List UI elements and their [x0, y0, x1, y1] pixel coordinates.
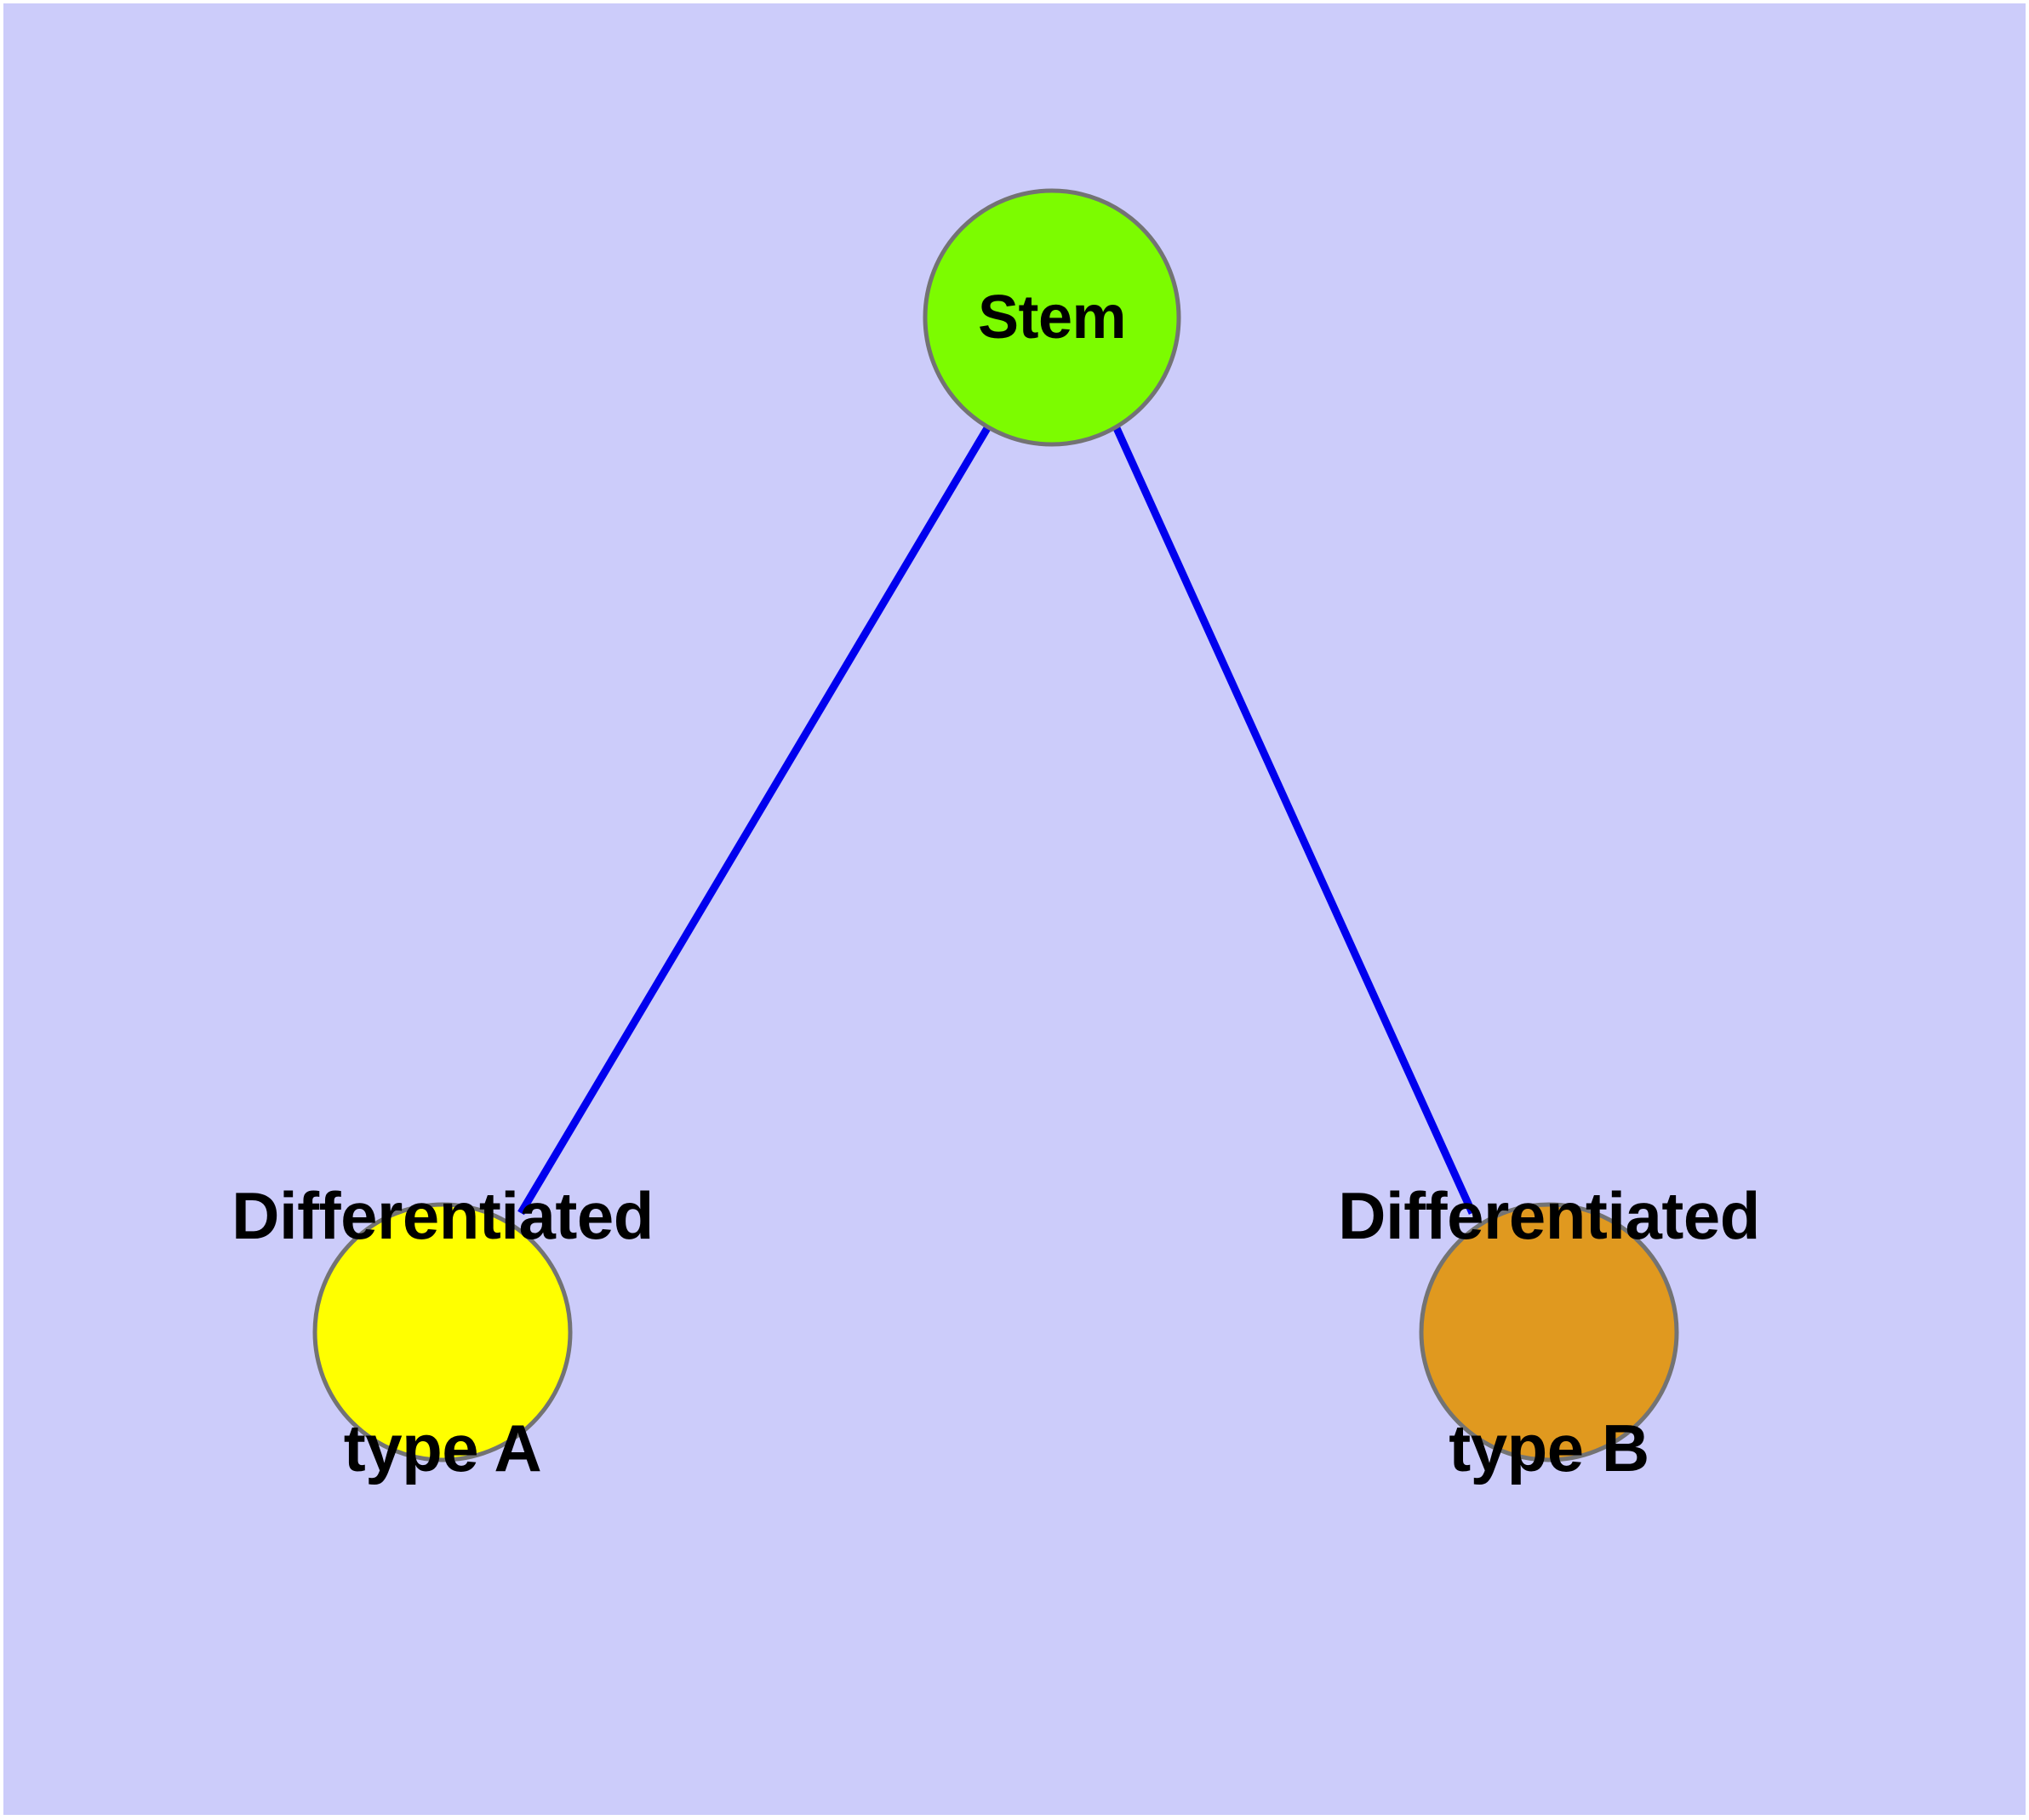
node-stem[interactable]	[923, 188, 1181, 447]
node-differentiated-type-a[interactable]	[312, 1202, 573, 1462]
edge-stem-to-differentiated-type-b[interactable]	[1112, 426, 1477, 1215]
edges-group	[517, 426, 1477, 1216]
nodes-group	[312, 188, 1679, 1462]
node-differentiated-type-b[interactable]	[1419, 1202, 1679, 1462]
edge-stem-to-differentiated-type-a[interactable]	[517, 426, 991, 1216]
